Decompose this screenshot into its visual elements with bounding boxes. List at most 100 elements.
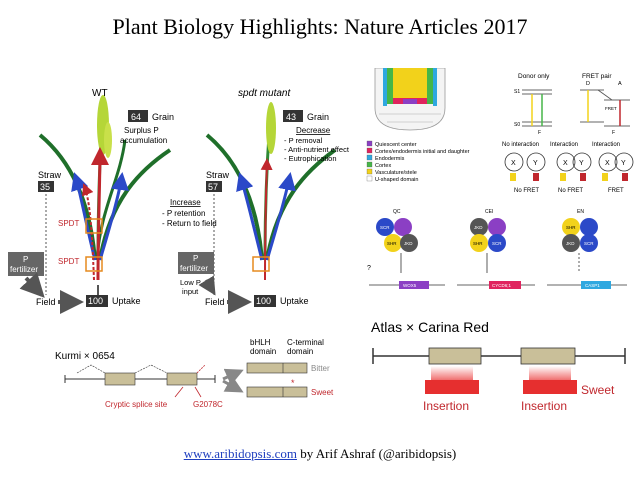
mutant-straw-box (206, 181, 222, 192)
x-label-2: X (563, 160, 568, 167)
donor-only-label: Donor only (518, 73, 550, 80)
uptake-value: 100 (88, 296, 103, 306)
wt-grain-box (128, 110, 148, 122)
footer-link[interactable]: www.aribidopsis.com (183, 446, 297, 461)
interaction-label-1: Interaction (550, 142, 578, 148)
footer-credit: by Arif Ashraf (@aribidopsis) (296, 446, 457, 461)
group-1-gene: WOX5 (403, 283, 417, 288)
group-1-tag: QC (393, 209, 401, 215)
a-label: A (618, 81, 622, 87)
bhlh-label-2: domain (250, 347, 276, 356)
mutant-uptake-label: Uptake (280, 296, 309, 306)
complex-group-1: QC SCR SHR JKD ? WOX5 (367, 209, 445, 289)
surplus-text-2: accumulation (120, 136, 167, 145)
complex-figure: QC SCR SHR JKD ? WOX5 CEI JKD SHR SCR CY… (367, 209, 627, 289)
field-label: Field (36, 297, 56, 307)
mutant-field-label: Field (205, 297, 225, 307)
interaction-label-2: Interaction (592, 142, 620, 148)
cryptic-splice-label: Cryptic splice site (105, 400, 168, 409)
group-2-tag: CEI (485, 209, 493, 215)
s0-label: S0 (514, 122, 520, 128)
group-2-node-1: JKD (474, 225, 483, 230)
wt-grain-label: Grain (152, 112, 174, 122)
group-2-node-2: SHR (473, 241, 483, 246)
p-fertilizer-2: fertilizer (10, 265, 38, 274)
surplus-text-1: Surplus P (124, 126, 159, 135)
legend-cortex-initial: Cortex/endodermis initial and daughter (375, 149, 470, 155)
wt-straw-value: 35 (40, 182, 50, 192)
y-label-3: Y (621, 160, 626, 167)
kurmi-exon-2 (166, 372, 198, 386)
wt-straw-box (38, 181, 54, 192)
legend-u-domain: U-shaped domain (375, 177, 418, 183)
wt-grain-value: 64 (131, 112, 141, 122)
p-fertilizer-box (8, 252, 44, 276)
decrease-item-3: - Eutrophication (284, 154, 337, 163)
group-3-node-1: SHR (566, 225, 576, 230)
fret-circles: X Y X Y X Y (504, 152, 634, 181)
question-mark: ? (367, 265, 371, 272)
spdt-figure: WT 64 Grain Surplus P accumulation Straw… (8, 88, 350, 314)
jablonski-pair: D A FRET F (580, 81, 630, 136)
no-fret-label-1: No FRET (514, 188, 539, 194)
complex-group-3: EN SHR JKD SCR CASP1 (547, 209, 627, 289)
low-p-1: Low P (180, 278, 201, 287)
f-fret-label: F (612, 130, 615, 136)
mutant-grain-label: Grain (307, 112, 329, 122)
kurmi-title: Kurmi × 0654 (55, 351, 115, 362)
kurmi-figure: Kurmi × 0654 Cryptic splice site G2078C … (55, 338, 334, 409)
atlas-exon-2 (520, 347, 576, 365)
atlas-figure: Atlas × Carina Red Sweet Insertion Inser… (371, 319, 626, 413)
decrease-item-2: - Anti-nutrient effect (284, 145, 350, 154)
kurmi-exon-1 (104, 372, 136, 386)
increase-item-2: - Return to field (162, 219, 217, 228)
bitter-protein (246, 362, 308, 374)
atlas-exon-1 (428, 347, 482, 365)
fret-figure: Donor only FRET pair S1 S0 F D A FRET F … (502, 73, 634, 194)
x-label-3: X (605, 160, 610, 167)
d-label: D (586, 81, 590, 87)
insertion-gradient-1 (431, 366, 473, 380)
atlas-title: Atlas × Carina Red (371, 319, 489, 335)
low-p-fertilizer-1: P (193, 254, 198, 263)
insertion-gradient-2 (529, 366, 571, 380)
slide-footer: www.aribidopsis.com by Arif Ashraf (@ari… (0, 446, 640, 462)
root-legend: Quiescent center Cortex/endodermis initi… (366, 140, 470, 183)
group-1-node-2: SHR (387, 241, 397, 246)
no-fret-label-2: No FRET (558, 188, 583, 194)
y-label-1: Y (533, 160, 538, 167)
uptake-box (86, 295, 108, 307)
increase-item-1: - P retention (162, 209, 205, 218)
spdt-label-upper: SPDT (58, 219, 79, 228)
low-p-2: input (182, 287, 199, 296)
fret-pair-label: FRET pair (582, 73, 612, 80)
mutant-grain-value: 43 (286, 112, 296, 122)
mutant-uptake-value: 100 (256, 296, 271, 306)
group-1-node-3: JKD (404, 241, 413, 246)
mutation-label: G2078C (193, 400, 223, 409)
wt-label: WT (92, 88, 108, 99)
group-1-node-1: SCR (380, 225, 390, 230)
insertion-block-2 (523, 380, 577, 394)
root-tip-figure: Quiescent center Cortex/endodermis initi… (366, 68, 470, 183)
increase-label: Increase (170, 198, 201, 207)
insertion-label-1: Insertion (423, 399, 469, 413)
root-tip-diagram (374, 68, 446, 131)
group-3-gene: CASP1 (585, 283, 600, 288)
legend-endodermis: Endodermis (375, 156, 405, 162)
legend-quiescent: Quiescent center (375, 142, 417, 148)
mutant-straw-label: Straw (206, 170, 230, 180)
low-p-fertilizer-2: fertilizer (180, 264, 208, 273)
kurmi-sweet-label: Sweet (311, 388, 334, 397)
mutant-uptake-box (254, 295, 276, 307)
cterm-label-2: domain (287, 347, 313, 356)
mutant-grain-box (283, 110, 303, 122)
wt-straw-label: Straw (38, 170, 62, 180)
slide-title: Plant Biology Highlights: Nature Article… (112, 14, 528, 39)
sweet-protein (246, 386, 308, 398)
fret-label: FRET (608, 188, 624, 194)
sweet-mutation-star: * (291, 378, 295, 388)
insertion-label-2: Insertion (521, 399, 567, 413)
group-2-gene: CYCD6;1 (492, 283, 512, 288)
legend-vasculature: Vasculature/stele (375, 170, 417, 176)
